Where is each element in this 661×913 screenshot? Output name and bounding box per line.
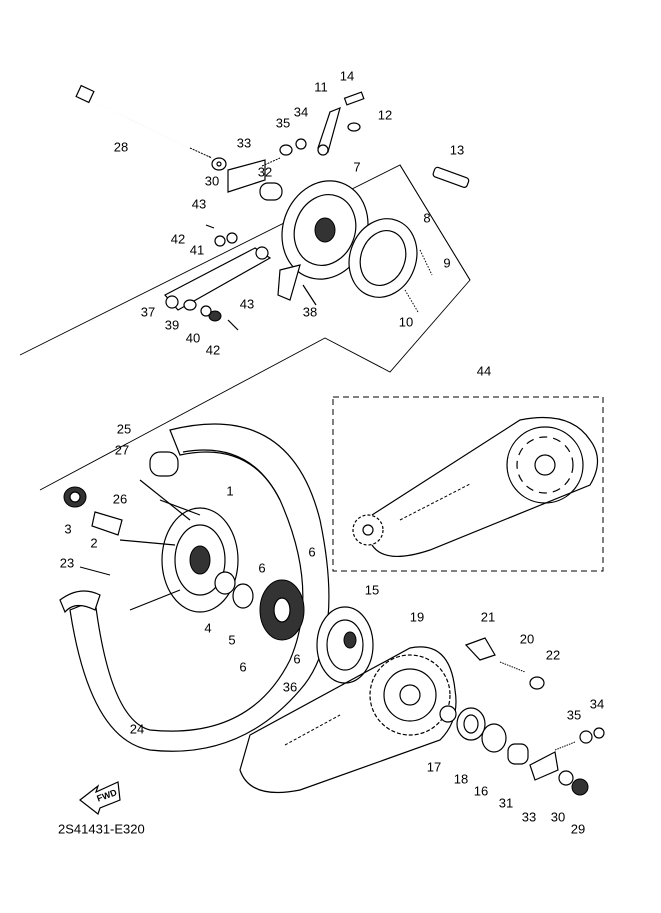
callout-labels: 14 11 12 34 35 28 33 30 32 7 13 8 43 42 … xyxy=(60,68,604,836)
callout: 39 xyxy=(165,317,179,332)
callout: 4 xyxy=(204,620,211,635)
callout: 35 xyxy=(276,115,290,130)
callout: 7 xyxy=(353,159,360,174)
callout: 36 xyxy=(283,679,297,694)
callout: 41 xyxy=(190,242,204,257)
callout: 43 xyxy=(240,296,254,311)
callout: 16 xyxy=(474,783,488,798)
callout: 43 xyxy=(192,196,206,211)
callout: 29 xyxy=(571,821,585,836)
forward-direction-arrow-icon: FWD xyxy=(79,781,121,815)
callout: 25 xyxy=(117,421,131,436)
callout: 14 xyxy=(340,68,354,83)
callout: 15 xyxy=(365,582,379,597)
callout: 6 xyxy=(293,651,300,666)
callout: 2 xyxy=(90,535,97,550)
callout: 33 xyxy=(522,809,536,824)
drive-chain-kit-box xyxy=(332,396,604,572)
callout: 17 xyxy=(427,759,441,774)
callout: 1 xyxy=(226,483,233,498)
diagram-code: 2S41431-E320 xyxy=(58,821,145,836)
callout: 13 xyxy=(450,142,464,157)
callout: 23 xyxy=(60,555,74,570)
callout: 3 xyxy=(64,521,71,536)
callout: 44 xyxy=(477,363,491,378)
callout: 22 xyxy=(546,647,560,662)
callout: 20 xyxy=(520,631,534,646)
callout: 11 xyxy=(314,79,328,94)
chain-kit xyxy=(352,416,599,558)
callout: 12 xyxy=(378,107,392,122)
callout: 26 xyxy=(113,491,127,506)
callout: 34 xyxy=(294,104,308,119)
brake-plate xyxy=(277,180,369,301)
callout: 34 xyxy=(590,696,604,711)
callout: 31 xyxy=(499,795,513,810)
callout: 19 xyxy=(410,609,424,624)
callout: 37 xyxy=(141,304,155,319)
callout: 30 xyxy=(205,173,219,188)
callout: 6 xyxy=(308,544,315,559)
callout: 8 xyxy=(423,210,430,225)
callout: 28 xyxy=(114,139,128,154)
callout: 42 xyxy=(171,231,185,246)
callout: 35 xyxy=(567,707,581,722)
axle-shaft xyxy=(75,84,213,159)
callout: 32 xyxy=(258,164,272,179)
callout: 21 xyxy=(481,609,495,624)
callout: 27 xyxy=(115,442,129,457)
callout: 40 xyxy=(186,330,200,345)
callout: 10 xyxy=(399,314,413,329)
callout: 9 xyxy=(443,255,450,270)
callout: 6 xyxy=(258,560,265,575)
callout: 24 xyxy=(130,721,144,736)
callout: 5 xyxy=(228,632,235,647)
callout: 42 xyxy=(206,342,220,357)
callout: 18 xyxy=(454,771,468,786)
callout: 6 xyxy=(239,659,246,674)
callout: 33 xyxy=(237,135,251,150)
callout: 38 xyxy=(303,304,317,319)
callout: 30 xyxy=(551,809,565,824)
